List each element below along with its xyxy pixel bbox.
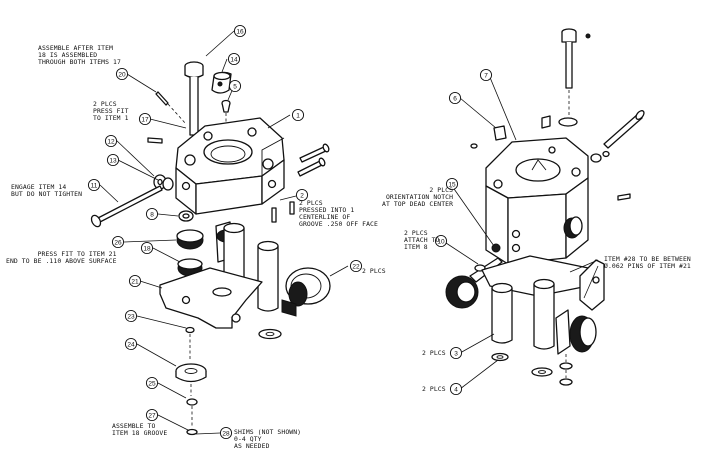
right-washers: [491, 352, 553, 377]
item-balloons-right: 7 6 15 10 3 4: [434, 68, 493, 396]
left-balloon-20: [115, 67, 129, 81]
pin-item-20: [155, 91, 187, 125]
item-balloons-left: 16 14 20 5 1 17 12 13 11 8 2 26 18 22 21 23 24 25 27 28: [87, 24, 363, 440]
left-balloon-28: [219, 426, 233, 440]
left-balloon-1: [291, 108, 305, 122]
left-balloon-21: [128, 274, 142, 288]
left-balloon-17: [138, 112, 152, 126]
bolt-item-16: [184, 61, 204, 165]
note-engage-item-14: ENGAGE ITEM 14 BUT DO NOT TIGHTEN: [11, 183, 83, 198]
left-balloon-label-21: 21: [131, 278, 139, 285]
right-columns: [491, 278, 555, 350]
right-roller-lower: [555, 309, 597, 386]
right-wheel-left: [445, 243, 503, 309]
collar-item-14: [211, 71, 232, 94]
note-press-fit-item-21: PRESS FIT TO ITEM 21 END TO BE .110 ABOV…: [6, 250, 117, 265]
left-balloon-11: [87, 178, 101, 192]
nut-item-8: [178, 210, 194, 222]
right-top-bolt: [561, 28, 591, 118]
left-balloon-label-12: 12: [107, 138, 115, 145]
note-assemble-to-18: ASSEMBLE TO ITEM 18 GROOVE: [112, 422, 168, 437]
left-balloon-5: [228, 79, 242, 93]
left-balloon-label-24: 24: [127, 341, 135, 348]
left-balloon-label-5: 5: [233, 83, 237, 90]
screw-item-5: [221, 99, 231, 125]
pin-item-17: [147, 137, 163, 144]
left-balloon-label-26: 26: [114, 239, 122, 246]
note-orientation-notch: 2 PLCS ORIENTATION NOTCH AT TOP DEAD CEN…: [382, 186, 454, 208]
left-balloon-label-1: 1: [296, 112, 300, 119]
left-balloon-12: [104, 134, 118, 148]
note-attach-item-8: 2 PLCS ATTACH TO ITEM 8: [404, 229, 440, 251]
note-two-plcs-4: 2 PLCS: [422, 385, 446, 393]
right-balloon-4: [449, 382, 463, 396]
right-balloon-label-10: 10: [437, 238, 445, 245]
left-balloon-label-14: 14: [230, 56, 238, 63]
roller-item-22: [281, 267, 331, 317]
right-balloon-15: [445, 177, 459, 191]
left-balloon-24: [124, 337, 138, 351]
left-balloon-14: [227, 52, 241, 66]
left-balloon-label-16: 16: [236, 28, 244, 35]
left-balloon-label-28: 28: [222, 430, 230, 437]
left-balloon-label-11: 11: [91, 182, 98, 189]
note-assemble-after: ASSEMBLE AFTER ITEM 18 IS ASSEMBLED THRO…: [38, 44, 121, 66]
left-balloon-16: [233, 24, 247, 38]
left-balloon-label-25: 25: [148, 380, 156, 387]
left-balloon-label-13: 13: [109, 157, 117, 164]
left-balloon-13: [106, 153, 120, 167]
washers-items-12-13: [153, 174, 174, 191]
left-balloon-27: [145, 408, 159, 422]
left-balloon-label-17: 17: [141, 116, 149, 123]
note-two-plcs-22: 2 PLCS: [362, 267, 386, 275]
note-item-28-between: ITEM #28 TO BE BETWEEN Ø.062 PINS OF ITE…: [604, 255, 691, 270]
right-balloon-label-4: 4: [454, 386, 458, 393]
leader-lines: [99, 30, 599, 435]
right-housing: [485, 137, 589, 265]
left-balloon-26: [111, 235, 125, 249]
left-balloon-2: [295, 188, 309, 202]
note-press-fit-item-1: 2 PLCS PRESS FIT TO ITEM 1: [93, 100, 129, 122]
left-balloon-8: [145, 207, 159, 221]
right-roller-upper: [563, 216, 583, 239]
right-pin: [617, 193, 631, 201]
left-balloon-label-27: 27: [148, 412, 156, 419]
right-balloon-label-7: 7: [484, 72, 488, 79]
screws-item-2: [271, 143, 330, 223]
bolt-item-11: [90, 185, 163, 228]
right-balloon-label-3: 3: [454, 350, 458, 357]
left-balloon-25: [145, 376, 159, 390]
right-balloon-label-15: 15: [448, 181, 456, 188]
right-balloon-3: [449, 346, 463, 360]
left-balloon-label-8: 8: [150, 211, 154, 218]
lower-stack: [175, 326, 282, 436]
left-balloon-22: [349, 259, 363, 273]
right-balloon-7: [479, 68, 493, 82]
left-assembly: [90, 61, 331, 436]
right-balloon-10: [434, 234, 448, 248]
right-balloon-label-6: 6: [453, 95, 457, 102]
right-assembly: [445, 28, 645, 386]
left-balloon-label-22: 22: [352, 263, 360, 270]
base-plate-item-21: [159, 267, 263, 329]
housing-item-1: [175, 117, 285, 215]
right-balloon-6: [448, 91, 462, 105]
note-pressed-into: 2 PLCS PRESSED INTO 1 CENTERLINE OF GROO…: [299, 199, 378, 228]
right-small-parts: [470, 115, 610, 163]
right-slanted-bolt: [603, 110, 645, 149]
left-balloon-label-23: 23: [127, 313, 135, 320]
note-shims: SHIMS (NOT SHOWN) 0-4 QTY AS NEEDED: [234, 428, 302, 450]
left-balloon-label-18: 18: [143, 245, 151, 252]
note-two-plcs-3: 2 PLCS: [422, 349, 446, 357]
left-balloon-23: [124, 309, 138, 323]
left-balloon-label-2: 2: [300, 192, 304, 199]
left-balloon-18: [140, 241, 154, 255]
left-balloon-label-20: 20: [118, 71, 126, 78]
